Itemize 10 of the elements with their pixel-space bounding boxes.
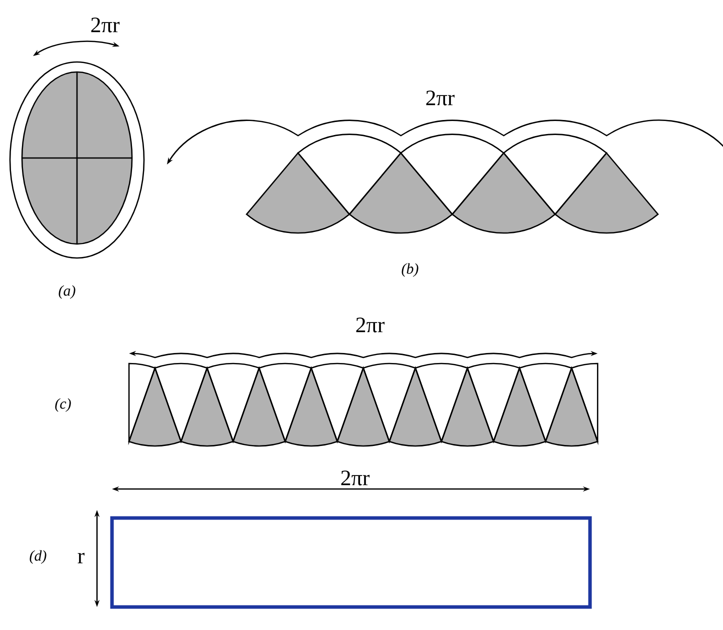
dimension-label: 2πr [426, 90, 455, 106]
dimension-label: r [78, 552, 84, 564]
dimension-label: 2πr [341, 470, 370, 486]
panel-label: (c) [55, 398, 71, 412]
panel-label: (b) [402, 263, 418, 277]
dimension-label: 2πr [356, 318, 385, 332]
dimension-label: 2πr [91, 18, 120, 32]
panel-label: (d) [30, 550, 46, 564]
panel-label: (a) [58, 285, 76, 299]
rectangle [110, 516, 592, 609]
